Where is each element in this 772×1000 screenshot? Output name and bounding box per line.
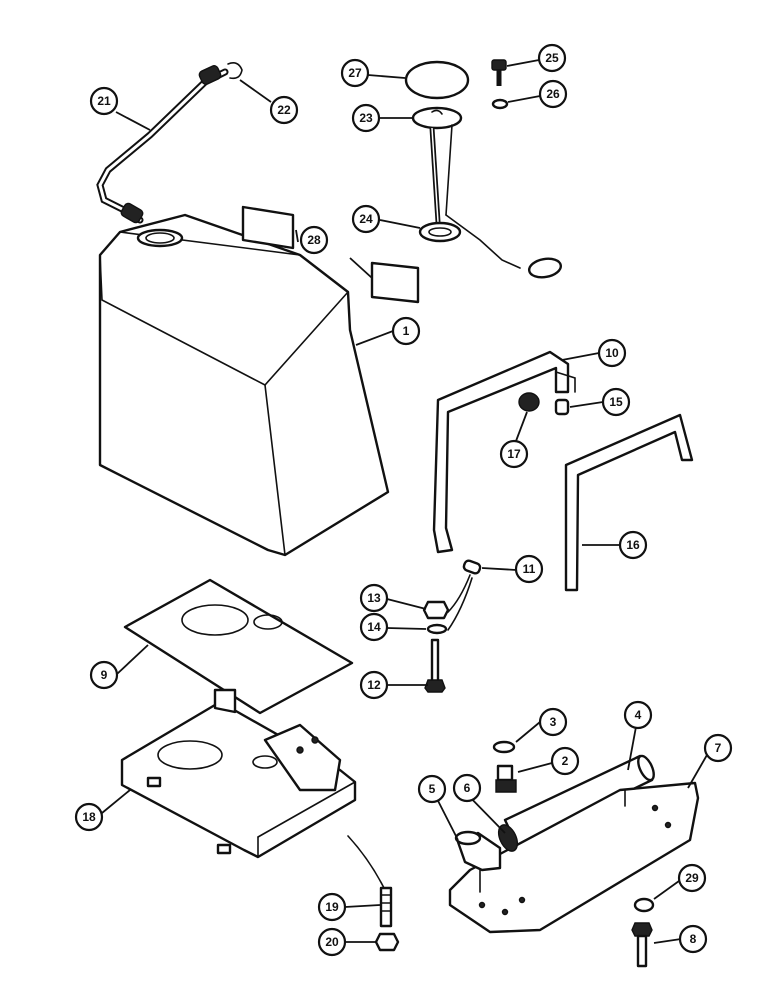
decal-labels: [241, 205, 420, 304]
svg-text:17: 17: [507, 447, 521, 461]
fitting-washer: [492, 740, 516, 754]
insulator-pad: [123, 578, 354, 715]
svg-text:13: 13: [367, 591, 381, 605]
lock-washer: [491, 98, 509, 110]
callout-27: 27: [340, 58, 370, 88]
strap-washer: [426, 623, 448, 635]
svg-text:23: 23: [359, 111, 373, 125]
callout-22: 22: [269, 95, 299, 125]
svg-text:10: 10: [605, 346, 619, 360]
callout-3: 3: [538, 707, 568, 737]
svg-text:24: 24: [359, 212, 373, 226]
svg-text:4: 4: [635, 708, 642, 722]
strap-pin: [462, 559, 482, 575]
svg-text:12: 12: [367, 678, 381, 692]
callout-28: 28: [299, 225, 329, 255]
plate-bolt: [631, 922, 653, 968]
spacer-bushing: [554, 398, 570, 416]
callout-11: 11: [514, 554, 544, 584]
svg-text:5: 5: [429, 782, 436, 796]
svg-text:21: 21: [97, 94, 111, 108]
callout-25: 25: [537, 43, 567, 73]
sender-cover: [404, 60, 470, 100]
callout-21: 21: [89, 86, 119, 116]
callout-16: 16: [618, 530, 648, 560]
fuel-sender-unit: [411, 106, 563, 279]
tank-strap-left: [432, 350, 576, 554]
callout-6: 6: [452, 773, 482, 803]
callout-4: 4: [623, 700, 653, 730]
svg-text:7: 7: [715, 741, 722, 755]
tank-support-bracket: [120, 688, 357, 859]
fitting-plug: [495, 764, 517, 793]
rubber-bumper: [518, 392, 540, 412]
svg-text:11: 11: [523, 562, 536, 576]
callout-29: 29: [677, 863, 707, 893]
tank-strap-right: [564, 413, 694, 592]
sender-gasket: [418, 221, 462, 243]
stud-nut: [374, 932, 400, 952]
svg-text:14: 14: [367, 620, 381, 634]
strap-nut: [422, 600, 450, 620]
callout-14: 14: [359, 612, 389, 642]
svg-text:27: 27: [348, 66, 362, 80]
hose-elbow: [454, 830, 502, 872]
svg-text:28: 28: [307, 233, 321, 247]
fuel-tank: [98, 213, 390, 557]
callout-18: 18: [74, 802, 104, 832]
callout-7: 7: [703, 733, 733, 763]
callout-2: 2: [550, 746, 580, 776]
vent-tube: [96, 65, 229, 224]
callout-17: 17: [499, 439, 529, 469]
leader-lines: [101, 59, 712, 944]
callout-19: 19: [317, 892, 347, 922]
svg-text:29: 29: [685, 871, 699, 885]
strap-bolt: [424, 638, 446, 693]
svg-text:16: 16: [626, 538, 640, 552]
svg-text:9: 9: [101, 668, 108, 682]
callout-15: 15: [601, 387, 631, 417]
svg-text:20: 20: [325, 935, 339, 949]
svg-text:1: 1: [403, 324, 410, 338]
plate-washer: [633, 897, 655, 913]
callout-5: 5: [417, 774, 447, 804]
callout-20: 20: [317, 927, 347, 957]
hose-clip: [227, 62, 243, 80]
callout-9: 9: [89, 660, 119, 690]
callout-13: 13: [359, 583, 389, 613]
svg-text:2: 2: [562, 754, 569, 768]
svg-text:19: 19: [325, 900, 339, 914]
callout-10: 10: [597, 338, 627, 368]
svg-text:3: 3: [550, 715, 557, 729]
svg-text:18: 18: [82, 810, 96, 824]
callout-1: 1: [391, 316, 421, 346]
svg-text:25: 25: [545, 51, 559, 65]
callout-8: 8: [678, 924, 708, 954]
svg-text:26: 26: [546, 87, 560, 101]
sender-screw: [491, 59, 507, 86]
svg-text:15: 15: [609, 395, 623, 409]
svg-text:8: 8: [690, 932, 697, 946]
callout-26: 26: [538, 79, 568, 109]
mounting-plate: [448, 781, 700, 934]
svg-text:22: 22: [277, 103, 291, 117]
callout-12: 12: [359, 670, 389, 700]
callout-24: 24: [351, 204, 381, 234]
stud: [379, 886, 393, 928]
svg-text:6: 6: [464, 781, 471, 795]
callout-23: 23: [351, 103, 381, 133]
